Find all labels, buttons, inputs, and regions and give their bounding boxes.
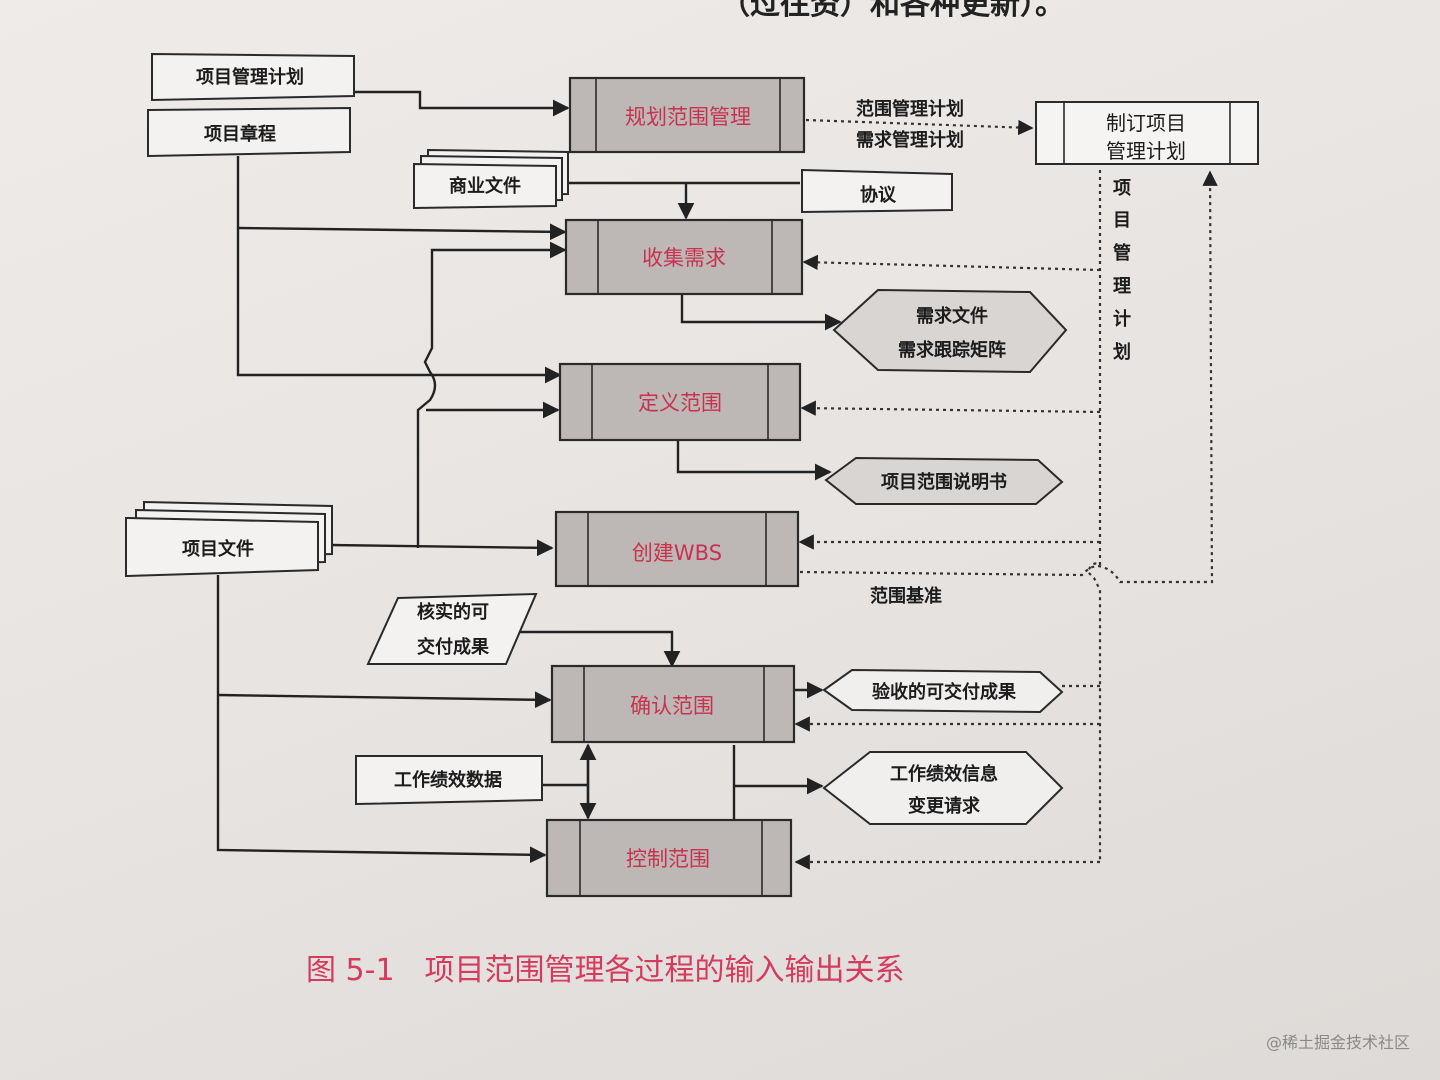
- process-label: 创建WBS: [632, 541, 722, 565]
- process-label: 规划范围管理: [625, 105, 751, 129]
- scope-baseline-label: 范围基准: [870, 585, 942, 607]
- output-accepted-deliverables[interactable]: 验收的可交付成果: [822, 668, 1064, 714]
- input-project-management-plan[interactable]: 项目管理计划: [151, 52, 355, 102]
- output-work-performance-info[interactable]: 工作绩效信息 变更请求: [822, 751, 1064, 825]
- requirements-documentation-label: 需求文件: [916, 305, 988, 327]
- watermark: @稀土掘金技术社区: [1266, 1033, 1410, 1052]
- work-performance-info-label: 工作绩效信息: [890, 763, 998, 785]
- process-develop-pm-plan[interactable]: 制订项目 管理计划: [1035, 101, 1259, 165]
- doc-label: 项目范围说明书: [881, 471, 1007, 493]
- svg-text:划: 划: [1113, 341, 1131, 363]
- change-requests-label: 变更请求: [908, 795, 981, 817]
- input-verified-deliverables[interactable]: 核实的可 交付成果: [366, 592, 538, 665]
- process-label: 收集需求: [642, 246, 726, 270]
- process-control-scope[interactable]: 控制范围: [545, 818, 793, 898]
- svg-text:理: 理: [1113, 276, 1131, 297]
- solid-connectors: [216, 90, 842, 864]
- output-plan-texts: 范围管理计划 需求管理计划: [856, 98, 964, 151]
- input-project-charter[interactable]: 项目章程: [147, 106, 351, 158]
- doc-label: 协议: [860, 184, 897, 206]
- svg-text:管: 管: [1113, 242, 1131, 264]
- process-validate-scope[interactable]: 确认范围: [550, 664, 796, 744]
- doc-label: 验收的可交付成果: [872, 681, 1017, 703]
- doc-label: 项目章程: [204, 123, 276, 145]
- pm-plan-vertical-label: 项 目 管 理 计 划: [1113, 178, 1131, 363]
- output-scope-statement[interactable]: 项目范围说明书: [824, 456, 1064, 505]
- doc-label-line-2: 交付成果: [417, 636, 490, 658]
- doc-label: 项目管理计划: [196, 66, 304, 88]
- develop-plan-line-1: 制订项目: [1106, 111, 1186, 135]
- process-plan-scope-management[interactable]: 规划范围管理: [568, 76, 806, 154]
- develop-plan-line-2: 管理计划: [1106, 139, 1186, 163]
- process-collect-requirements[interactable]: 收集需求: [564, 218, 804, 296]
- doc-label: 商业文件: [449, 175, 521, 197]
- svg-text:计: 计: [1113, 308, 1131, 330]
- process-create-wbs[interactable]: 创建WBS: [554, 510, 800, 588]
- output-requirements-docs[interactable]: 需求文件 需求跟踪矩阵: [832, 288, 1068, 374]
- figure-caption: 图 5-1 项目范围管理各过程的输入输出关系: [306, 953, 905, 988]
- doc-label: 项目文件: [182, 538, 254, 560]
- top-text-fragment: （过往资）和各种更新）。: [720, 0, 1065, 22]
- process-label: 定义范围: [638, 391, 722, 415]
- input-business-documents[interactable]: 商业文件: [413, 148, 569, 210]
- requirements-management-plan-label: 需求管理计划: [856, 129, 964, 151]
- process-define-scope[interactable]: 定义范围: [558, 362, 802, 442]
- doc-label: 工作绩效数据: [394, 769, 502, 791]
- dashed-connectors: [794, 118, 1218, 870]
- svg-text:目: 目: [1113, 210, 1131, 231]
- process-label: 控制范围: [626, 847, 710, 871]
- input-project-documents[interactable]: 项目文件: [125, 500, 333, 578]
- doc-label-line-1: 核实的可: [417, 601, 489, 623]
- output-scope-baseline: 范围基准: [870, 585, 942, 607]
- traceability-matrix-label: 需求跟踪矩阵: [898, 339, 1006, 361]
- process-label: 确认范围: [630, 694, 714, 718]
- svg-text:项: 项: [1113, 178, 1131, 199]
- input-work-performance-data[interactable]: 工作绩效数据: [355, 755, 543, 806]
- scope-management-plan-label: 范围管理计划: [856, 98, 964, 120]
- input-agreements[interactable]: 协议: [801, 168, 953, 214]
